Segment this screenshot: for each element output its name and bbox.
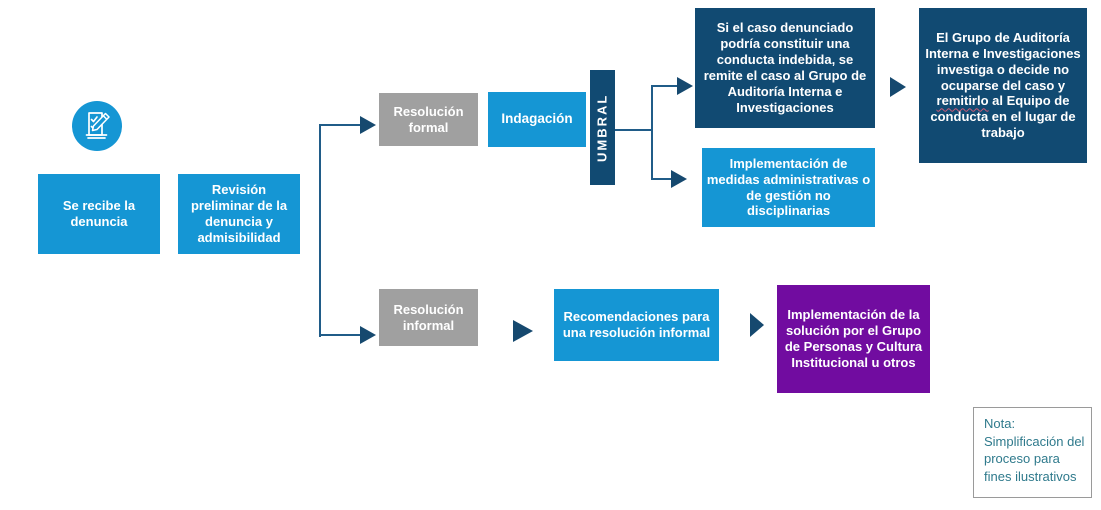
node-solution-implementation: Implementación de la solución por el Gru… [777, 285, 930, 393]
node-informal-recommendations: Recomendaciones para una resolución info… [554, 289, 719, 361]
arrowhead-icon-to-informal [360, 326, 376, 344]
flow-arrow-icon-to-audit-outcome [890, 77, 906, 97]
node-formal-resolution: Resolución formal [379, 93, 478, 146]
connector-line-threshold-stub [615, 129, 652, 131]
audit-outcome-text: El Grupo de Auditoría Interna e Investig… [925, 29, 1081, 141]
connector-line-to-misconduct [651, 85, 677, 87]
node-misconduct-referral: Si el caso denunciado podría constituir … [695, 8, 875, 128]
arrowhead-icon-to-admin-measures [671, 170, 687, 188]
flow-arrow-icon-to-recommendations [513, 320, 533, 342]
node-audit-group-outcome: El Grupo de Auditoría Interna e Investig… [919, 8, 1087, 163]
node-inquiry: Indagación [488, 92, 586, 147]
threshold-bar: UMBRAL [590, 70, 615, 185]
checklist-pencil-icon [72, 101, 122, 151]
node-admin-measures: Implementación de medidas administrativa… [702, 148, 875, 227]
arrowhead-icon-to-misconduct [677, 77, 693, 95]
note-box: Nota: Simplificación del proceso para fi… [973, 407, 1092, 498]
node-informal-resolution: Resolución informal [379, 289, 478, 346]
arrowhead-icon-to-formal [360, 116, 376, 134]
connector-line-to-formal [319, 124, 360, 126]
spellcheck-underlined-word: remitirlo [936, 93, 989, 109]
flow-arrow-icon-to-solution [750, 313, 764, 337]
connector-line-threshold-vertical [651, 85, 653, 180]
connector-line-to-admin-measures [651, 178, 671, 180]
node-receive-complaint: Se recibe la denuncia [38, 174, 160, 254]
connector-line-to-informal [319, 334, 360, 336]
node-preliminary-review: Revisión preliminar de la denuncia y adm… [178, 174, 300, 254]
connector-line-branch-vertical [319, 124, 321, 337]
